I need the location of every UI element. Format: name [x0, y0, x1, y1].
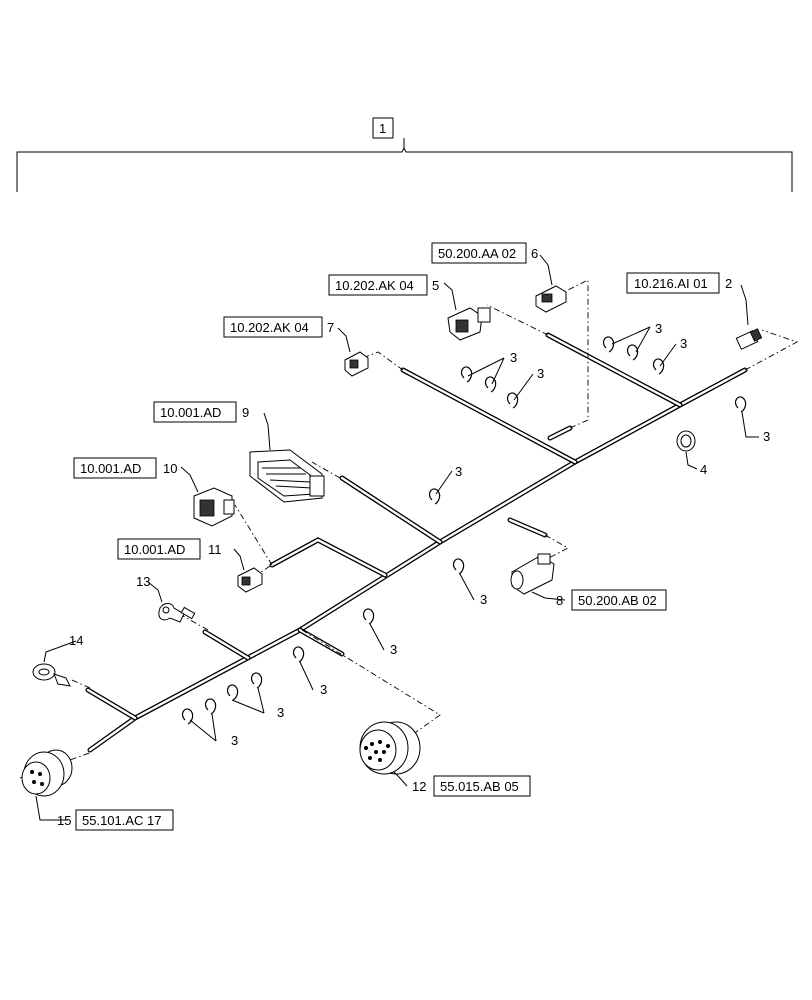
- callout-5-ref: 10.202.AK 04: [335, 278, 414, 293]
- callout-14: 14: [69, 633, 83, 648]
- clip-callout-3: 3: [455, 464, 462, 479]
- clip-callout-3: 3: [680, 336, 687, 351]
- callout-5: 10.202.AK 04 5: [328, 274, 439, 296]
- harness-wires: [85, 332, 748, 753]
- grommet-ring-icon: [676, 430, 696, 452]
- callout-10-ref: 10.001.AD: [80, 461, 141, 476]
- callout-11-number: 11: [208, 542, 222, 557]
- dash-dot-leaders: [19, 279, 799, 779]
- fork-terminal-13-icon: [158, 603, 196, 623]
- callout-2-number: 2: [725, 276, 732, 291]
- callout-9: 10.001.AD 9: [153, 401, 249, 423]
- connector-11-icon: [237, 567, 263, 593]
- callout-10-number: 10: [163, 461, 177, 476]
- callout-15: 15 55.101.AC 17: [57, 809, 174, 831]
- connector-7-icon: [344, 351, 369, 377]
- callout-leaders: [35, 254, 759, 821]
- clip-callout-3: 3: [537, 366, 544, 381]
- callout-9-number: 9: [242, 405, 249, 420]
- connector-8-icon: [510, 553, 555, 595]
- connector-6-icon: [535, 285, 567, 313]
- clip-callout-3: 3: [480, 592, 487, 607]
- ecu-connector-9-icon: [249, 449, 325, 503]
- callout-12-ref: 55.015.AB 05: [440, 779, 519, 794]
- clip-callout-3: 3: [320, 682, 327, 697]
- connector-2-icon: [735, 328, 763, 350]
- ring-terminal-14-icon: [32, 663, 71, 687]
- branches: [85, 332, 683, 721]
- callout-11-ref: 10.001.AD: [124, 542, 185, 557]
- clip-callouts: 3 3 3 3 3 3 3 3 3 3 3: [231, 321, 770, 748]
- callout-15-ref: 55.101.AC 17: [82, 813, 162, 828]
- round-connector-12-icon: [359, 721, 421, 775]
- callout-15-number: 15: [57, 813, 71, 828]
- callout-13-number: 13: [136, 574, 150, 589]
- callout-12: 12 55.015.AB 05: [412, 775, 531, 797]
- callout-8: 8 50.200.AB 02: [556, 589, 667, 611]
- clip-callout-3: 3: [231, 733, 238, 748]
- callout-12-number: 12: [412, 779, 426, 794]
- harness-clips: [181, 336, 747, 725]
- callout-6: 50.200.AA 02 6: [431, 242, 538, 264]
- callout-6-ref: 50.200.AA 02: [438, 246, 516, 261]
- callout-14-number: 14: [69, 633, 83, 648]
- callout-13: 13: [136, 574, 150, 589]
- connector-5-icon: [447, 307, 491, 341]
- main-trunk: [87, 367, 748, 753]
- callout-4: 4: [700, 462, 707, 477]
- assembly-item-number: 1: [379, 121, 386, 136]
- callout-7: 10.202.AK 04 7: [223, 316, 334, 338]
- clip-callout-3: 3: [390, 642, 397, 657]
- clip-callout-3: 3: [510, 350, 517, 365]
- callout-7-ref: 10.202.AK 04: [230, 320, 309, 335]
- clip-callout-3: 3: [277, 705, 284, 720]
- clip-callout-3: 3: [763, 429, 770, 444]
- callout-7-number: 7: [327, 320, 334, 335]
- callout-6-number: 6: [531, 246, 538, 261]
- callout-8-ref: 50.200.AB 02: [578, 593, 657, 608]
- callout-4-number: 4: [700, 462, 707, 477]
- callout-2: 10.216.AI 01 2: [626, 272, 732, 294]
- callout-9-ref: 10.001.AD: [160, 405, 221, 420]
- assembly-bracket: 1: [16, 117, 793, 192]
- clip-callout-3: 3: [655, 321, 662, 336]
- callout-11: 10.001.AD 11: [117, 538, 222, 560]
- round-connector-15-icon: [21, 749, 73, 797]
- callout-2-ref: 10.216.AI 01: [634, 276, 708, 291]
- callout-5-number: 5: [432, 278, 439, 293]
- connector-10-icon: [193, 487, 235, 527]
- callout-10: 10.001.AD 10: [73, 457, 177, 479]
- callout-8-number: 8: [556, 593, 563, 608]
